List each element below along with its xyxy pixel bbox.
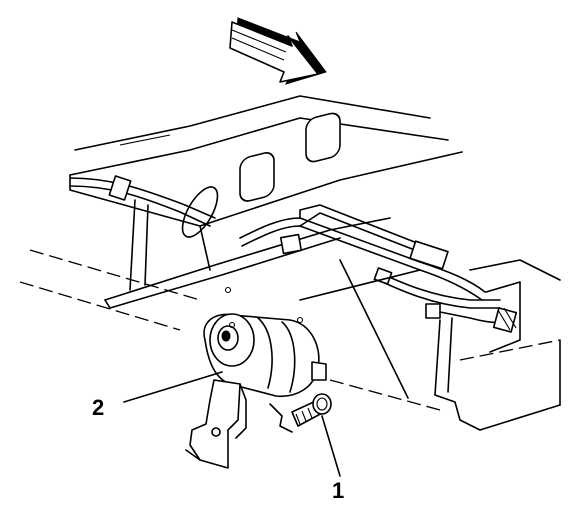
brake-lines xyxy=(69,175,518,333)
callout-1: 1 xyxy=(332,478,345,503)
leader-line-1 xyxy=(321,415,341,477)
direction-arrow-icon xyxy=(229,17,327,85)
leader-line-2 xyxy=(123,371,223,403)
callout-2: 2 xyxy=(92,395,105,420)
frame-rail xyxy=(69,95,463,309)
mount-assembly xyxy=(185,286,327,469)
reference-lines xyxy=(19,249,441,411)
bolt xyxy=(269,393,332,433)
right-frame xyxy=(434,259,561,431)
